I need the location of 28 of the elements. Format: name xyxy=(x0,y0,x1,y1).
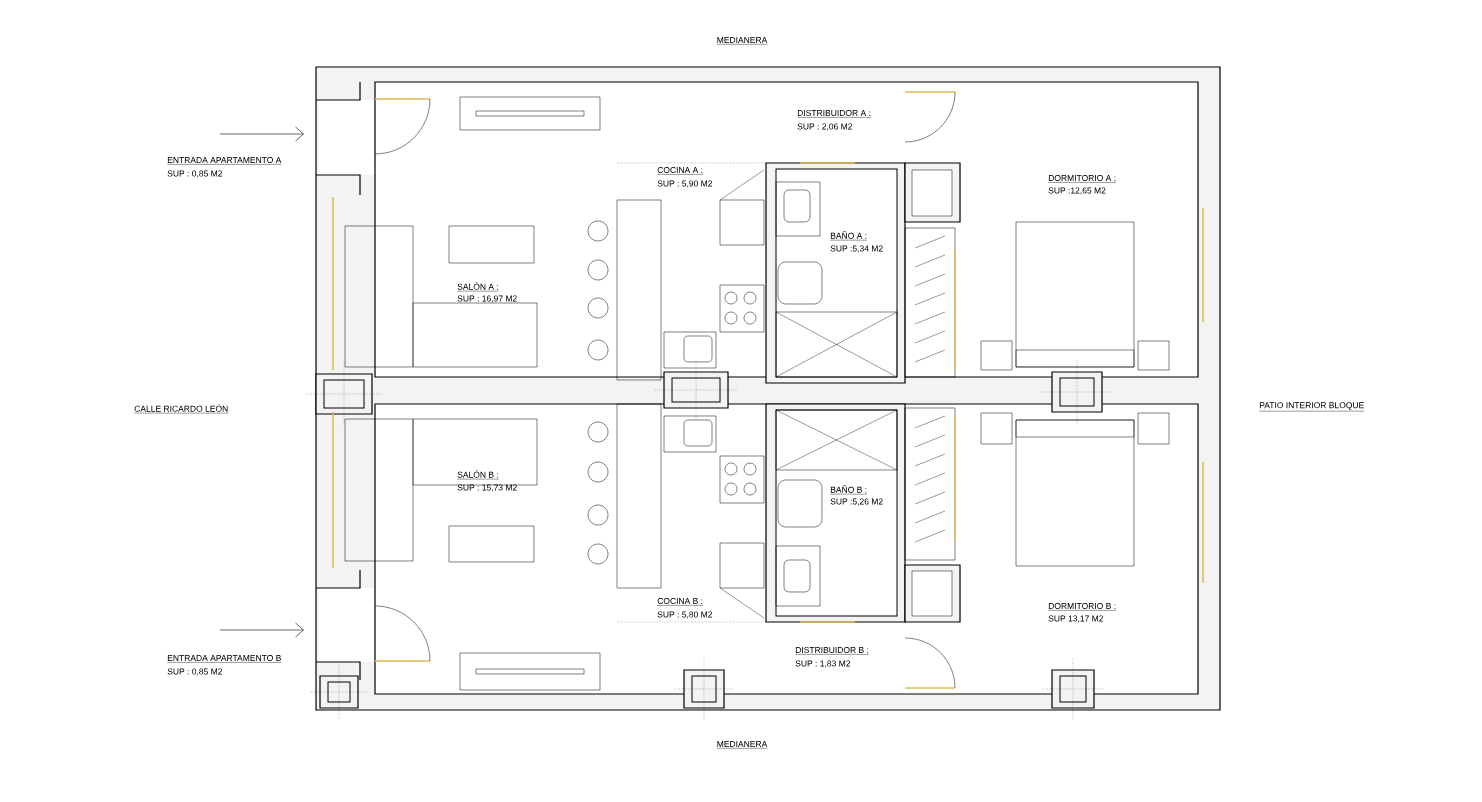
room-name: ENTRADA APARTAMENTO B xyxy=(167,655,282,663)
area-text: SUP : 0,85 M2 xyxy=(167,668,223,676)
room-name: DORMITORIO B : xyxy=(1048,603,1117,611)
room-name: SALÓN B : xyxy=(457,470,499,480)
room-name: DISTRIBUIDOR A : xyxy=(797,110,872,118)
room-name: SALÓN A : xyxy=(457,282,499,292)
room-name: COCINA A : xyxy=(657,167,704,175)
wall-label: MEDIANERA xyxy=(716,37,768,45)
street-label: CALLE RICARDO LEÓN xyxy=(134,404,229,414)
room-name: COCINA B : xyxy=(657,598,704,606)
wall-label: MEDIANERA xyxy=(716,741,768,749)
room-name: DORMITORIO A : xyxy=(1048,175,1117,183)
area-text: SUP : 0,85 M2 xyxy=(167,170,223,178)
room-name: ENTRADA APARTAMENTO A xyxy=(167,157,282,165)
room-name: BAÑO B : xyxy=(830,485,868,495)
area-text: SUP : 5,80 M2 xyxy=(657,611,713,619)
area-text: SUP :12,65 M2 xyxy=(1048,187,1106,195)
area-text: SUP : 16,97 M2 xyxy=(457,295,517,303)
area-text: SUP :5,26 M2 xyxy=(830,498,883,506)
area-text: SUP : 1,83 M2 xyxy=(795,660,851,668)
room-name: BAÑO A : xyxy=(830,231,868,241)
area-text: SUP :5,34 M2 xyxy=(830,245,883,253)
area-text: SUP : 2,06 M2 xyxy=(797,123,853,131)
patio-label: PATIO INTERIOR BLOQUE xyxy=(1259,402,1365,412)
room-name: DISTRIBUIDOR B : xyxy=(795,647,870,655)
area-text: SUP 13,17 M2 xyxy=(1048,615,1104,623)
area-text: SUP : 5,90 M2 xyxy=(657,180,713,188)
area-text: SUP : 15,73 M2 xyxy=(457,484,517,492)
